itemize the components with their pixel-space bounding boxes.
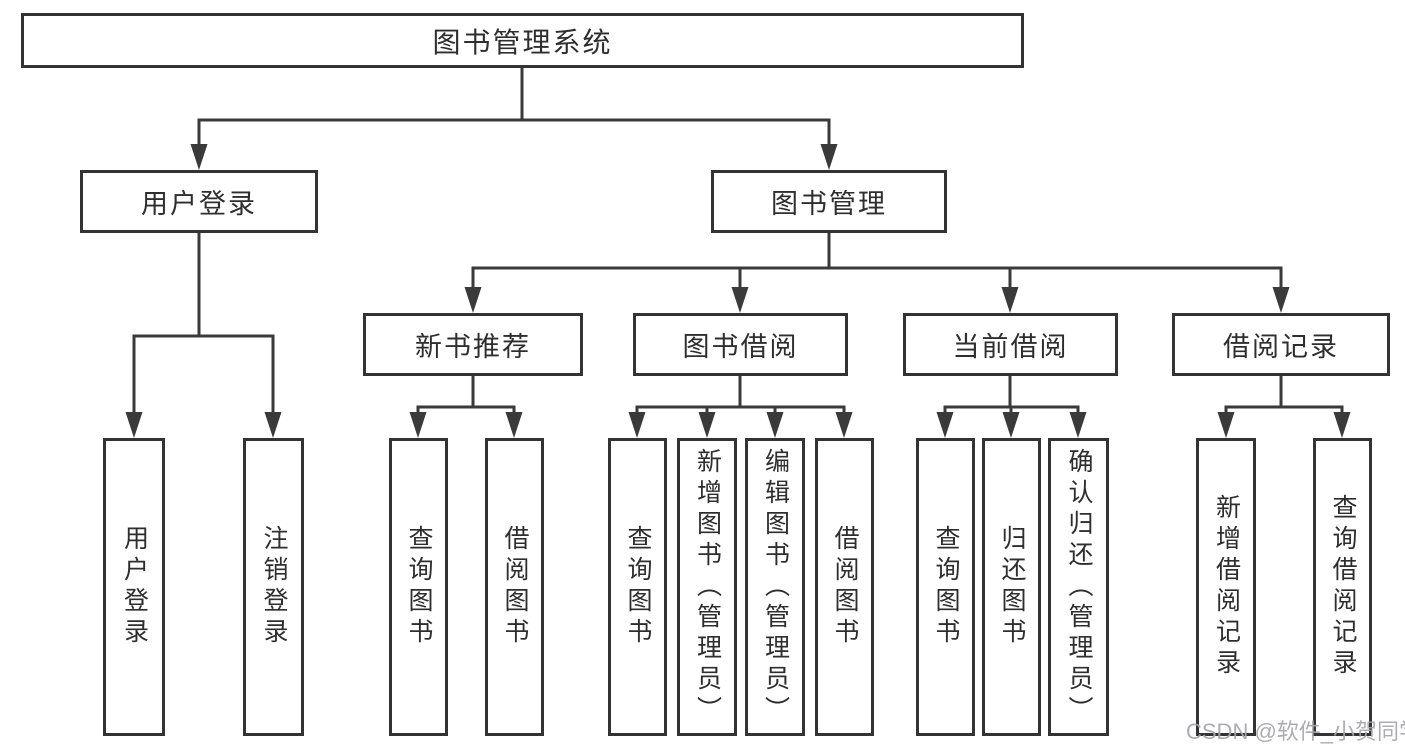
arrowhead bbox=[1217, 412, 1235, 438]
node-label: 图书管理 bbox=[771, 189, 887, 219]
node-label: 新增借阅记录 bbox=[1212, 494, 1241, 680]
leaf-current-return-books: 归还图书 bbox=[982, 438, 1041, 736]
arrowhead bbox=[936, 412, 954, 438]
arrowhead bbox=[264, 412, 282, 438]
node-new-book-recommend: 新书推荐 bbox=[363, 313, 583, 376]
connector-current-borrowing bbox=[936, 373, 1087, 438]
node-label: 查询图书 bbox=[932, 525, 960, 649]
leaf-logout-login: 注销登录 bbox=[243, 438, 304, 736]
leaf-current-confirm-return-admin: 确认归还（管理员） bbox=[1048, 438, 1109, 736]
node-label: 当前借阅 bbox=[952, 332, 1069, 362]
node-label: 编辑图书（管理员） bbox=[761, 447, 790, 727]
leaf-records-add-record: 新增借阅记录 bbox=[1196, 438, 1256, 736]
arrowhead bbox=[731, 287, 749, 313]
connector-new-books bbox=[409, 373, 523, 438]
arrowhead bbox=[766, 412, 784, 438]
connector-user-login bbox=[125, 230, 282, 438]
node-label: 借阅图书 bbox=[501, 525, 529, 649]
connector-book-borrowing bbox=[628, 373, 853, 438]
node-label: 查询借阅记录 bbox=[1329, 494, 1357, 680]
arrowhead bbox=[1069, 412, 1087, 438]
connector-root bbox=[190, 65, 838, 170]
leaf-newbooks-query-books: 查询图书 bbox=[389, 438, 448, 736]
node-label: 用户登录 bbox=[141, 189, 257, 219]
arrowhead bbox=[464, 287, 482, 313]
node-label: 注销登录 bbox=[260, 525, 288, 649]
arrowhead bbox=[409, 412, 427, 438]
node-label: 用户登录 bbox=[120, 525, 149, 649]
arrowhead bbox=[1002, 412, 1020, 438]
leaf-borrowing-query-books: 查询图书 bbox=[608, 438, 667, 736]
arrowhead bbox=[1333, 412, 1351, 438]
node-label: 新书推荐 bbox=[415, 332, 531, 362]
node-label: 借阅记录 bbox=[1223, 332, 1339, 362]
leaf-records-query-record: 查询借阅记录 bbox=[1313, 438, 1372, 736]
csdn-watermark: CSDN @软件_小贺同学 bbox=[1186, 719, 1405, 744]
arrowhead bbox=[835, 412, 853, 438]
node-borrowing-records: 借阅记录 bbox=[1172, 313, 1390, 376]
leaf-borrowing-borrow-books: 借阅图书 bbox=[815, 438, 874, 736]
arrowhead bbox=[1001, 287, 1019, 313]
node-book-borrowing: 图书借阅 bbox=[633, 313, 848, 376]
connector-borrowing-records bbox=[1217, 373, 1351, 438]
node-label: 图书借阅 bbox=[682, 332, 799, 362]
leaf-user-login: 用户登录 bbox=[103, 438, 165, 736]
node-root-system: 图书管理系统 bbox=[21, 13, 1024, 68]
node-label: 查询图书 bbox=[624, 525, 652, 649]
node-label: 新增图书（管理员） bbox=[693, 447, 722, 727]
node-book-management: 图书管理 bbox=[711, 170, 947, 233]
leaf-current-query-books: 查询图书 bbox=[916, 438, 975, 736]
node-current-borrowing: 当前借阅 bbox=[903, 313, 1118, 376]
arrowhead bbox=[190, 144, 208, 170]
node-label: 归还图书 bbox=[998, 525, 1026, 649]
arrowhead bbox=[820, 144, 838, 170]
node-label: 查询图书 bbox=[405, 525, 433, 649]
leaf-borrowing-add-books-admin: 新增图书（管理员） bbox=[677, 438, 737, 736]
connector-book-management bbox=[464, 230, 1290, 313]
arrowhead bbox=[698, 412, 716, 438]
node-label: 借阅图书 bbox=[831, 525, 859, 649]
node-user-login: 用户登录 bbox=[80, 170, 318, 233]
arrowhead bbox=[1272, 287, 1290, 313]
arrowhead bbox=[628, 412, 646, 438]
arrowhead bbox=[505, 412, 523, 438]
node-label: 确认归还（管理员） bbox=[1065, 447, 1093, 727]
node-label: 图书管理系统 bbox=[432, 26, 613, 58]
leaf-borrowing-edit-books-admin: 编辑图书（管理员） bbox=[745, 438, 805, 736]
arrowhead bbox=[125, 412, 143, 438]
leaf-newbooks-borrow-books: 借阅图书 bbox=[485, 438, 544, 736]
